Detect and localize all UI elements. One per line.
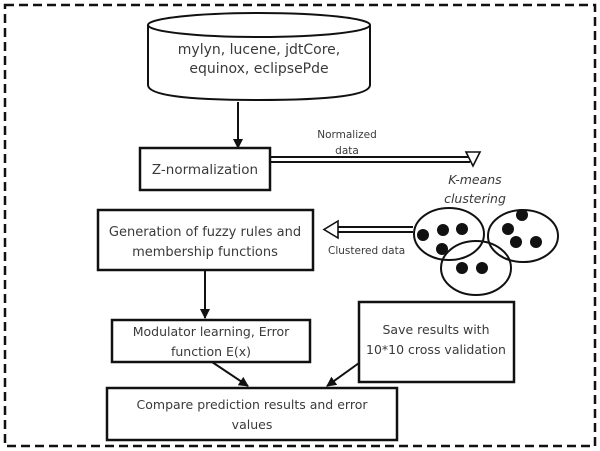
normalized-data-label-line1: Normalized	[317, 129, 377, 141]
database-label-line1: mylyn, lucene, jdtCore,	[178, 42, 340, 58]
cluster-point	[456, 262, 468, 274]
cluster-point	[516, 209, 528, 221]
fuzzy-rules-box	[96, 208, 315, 272]
outer-dashed-frame	[3, 3, 597, 448]
arrow-modulator-to-compare	[211, 361, 249, 387]
arrow-znorm-to-kmeans	[270, 151, 482, 168]
fuzzy-rules-label-line1: Generation of fuzzy rules and	[109, 225, 301, 240]
z-normalization-node: Z-normalization	[138, 146, 272, 192]
cluster-point	[476, 262, 488, 274]
clustered-data-label: Clustered data	[328, 245, 405, 257]
database-node: mylyn, lucene, jdtCore, equinox, eclipse…	[147, 12, 371, 102]
database-cylinder-top	[147, 12, 371, 38]
kmeans-label-line2: clustering	[444, 191, 506, 206]
compare-box	[105, 386, 399, 442]
hollow-arrowhead-left	[322, 219, 339, 240]
cluster-point	[502, 223, 514, 235]
modulator-label-line2: function E(x)	[171, 344, 251, 359]
cluster-point	[530, 236, 542, 248]
compare-label-line2: values	[232, 417, 273, 432]
save-results-node: Save results with 10*10 cross validation	[357, 300, 516, 384]
z-normalization-label: Z-normalization	[152, 162, 258, 178]
modulator-box	[110, 318, 312, 364]
database-cylinder-body	[147, 25, 371, 102]
kmeans-label-line1: K-means	[448, 172, 502, 187]
cluster-point	[456, 223, 468, 235]
save-results-label-line1: Save results with	[382, 322, 489, 337]
arrow-kmeans-to-fuzzy	[322, 219, 413, 240]
save-results-label-line2: 10*10 cross validation	[366, 342, 506, 357]
normalized-data-label-line2: data	[335, 145, 359, 157]
modulator-label-line1: Modulator learning, Error	[133, 324, 290, 339]
cluster-point	[437, 224, 449, 236]
z-normalization-box	[138, 146, 272, 192]
cluster-3-ellipse	[440, 240, 512, 296]
arrow-save-to-compare	[326, 362, 360, 387]
compare-label-line1: Compare prediction results and error	[137, 397, 369, 412]
kmeans-clusters	[413, 207, 559, 296]
fuzzy-rules-node: Generation of fuzzy rules and membership…	[96, 208, 315, 272]
save-results-box	[357, 300, 516, 384]
cluster-point	[510, 236, 522, 248]
hollow-arrowhead-down	[464, 151, 482, 168]
cluster-1-ellipse	[413, 207, 485, 261]
fuzzy-rules-label-line2: membership functions	[132, 245, 278, 260]
cluster-point	[417, 229, 429, 241]
cluster-point	[436, 243, 448, 255]
database-label-line2: equinox, eclipsePde	[189, 61, 328, 77]
modulator-node: Modulator learning, Error function E(x)	[110, 318, 312, 364]
compare-node: Compare prediction results and error val…	[105, 386, 399, 442]
